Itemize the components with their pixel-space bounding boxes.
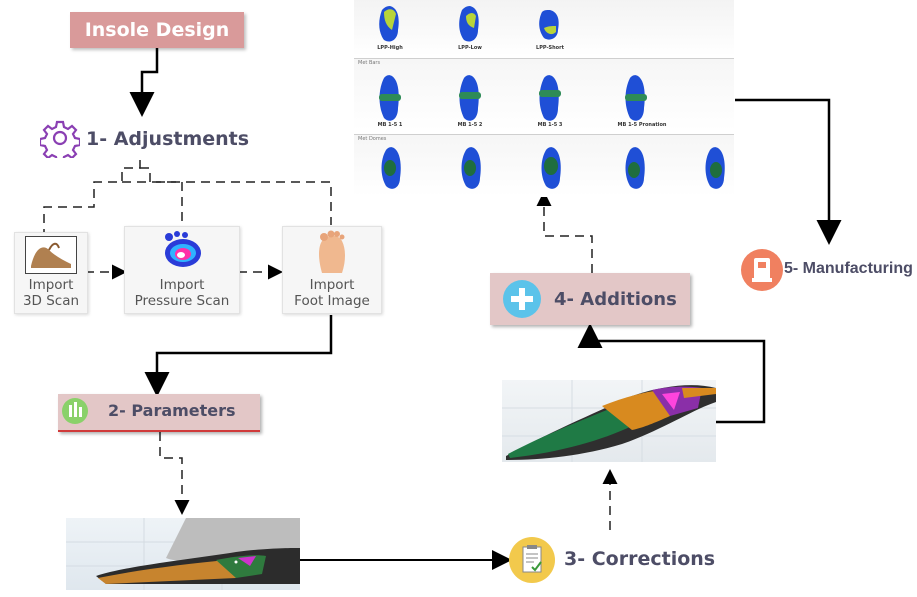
step-manufacturing: 5- Manufacturing bbox=[740, 246, 916, 294]
corrected-insole-graphic bbox=[502, 380, 716, 462]
clipboard-icon bbox=[509, 537, 555, 583]
step-corrections-label: 3- Corrections bbox=[564, 548, 716, 570]
foot-scan-icon bbox=[25, 236, 77, 274]
gear-icon bbox=[40, 120, 80, 158]
import-pressure-scan-line1: Import bbox=[159, 277, 205, 293]
met-domes-header: Met Domes bbox=[358, 136, 387, 142]
import-foot-image-line2: Foot Image bbox=[294, 293, 370, 309]
met-bar-label-2: MB 1-5 2 bbox=[457, 122, 483, 128]
additions-library-panel: LPP-High LPP-Low LPP-Short Met Bars MB 1… bbox=[354, 0, 734, 197]
lpp-label-2: LPP-Low bbox=[458, 45, 482, 51]
step-adjustments-label: 1- Adjustments bbox=[86, 128, 250, 150]
insole-side-view-graphic bbox=[66, 518, 300, 590]
foot-photo-icon bbox=[319, 230, 345, 273]
met-bar-insoles bbox=[379, 75, 647, 121]
import-pressure-scan-card[interactable]: Import Pressure Scan bbox=[124, 226, 240, 314]
import-3d-scan-line1: Import bbox=[28, 277, 74, 293]
met-bar-label-1: MB 1-5 1 bbox=[377, 122, 403, 128]
pressure-map-icon bbox=[165, 231, 201, 267]
step-parameters-label: 2- Parameters bbox=[108, 401, 236, 420]
met-bars-header: Met Bars bbox=[358, 60, 381, 66]
lpp-label-1: LPP-High bbox=[377, 45, 403, 51]
insole-design-title: Insole Design bbox=[70, 12, 244, 48]
met-dome-insoles bbox=[381, 147, 725, 189]
import-pressure-scan-line2: Pressure Scan bbox=[134, 293, 230, 309]
met-bar-label-4: MB 1-5 Pronation bbox=[617, 122, 667, 128]
import-foot-image-line1: Import bbox=[309, 277, 355, 293]
import-3d-scan-card[interactable]: Import 3D Scan bbox=[14, 232, 88, 314]
lpp-label-3: LPP-Short bbox=[536, 45, 564, 51]
corrected-insole-image bbox=[502, 380, 716, 462]
lpp-insoles bbox=[379, 6, 559, 42]
step-adjustments: 1- Adjustments bbox=[40, 118, 270, 160]
import-3d-scan-line2: 3D Scan bbox=[22, 293, 80, 309]
step-additions-label: 4- Additions bbox=[554, 289, 677, 310]
step-parameters: 2- Parameters bbox=[58, 394, 260, 432]
met-bar-label-3: MB 1-5 3 bbox=[537, 122, 563, 128]
step-corrections: 3- Corrections bbox=[508, 536, 716, 584]
step-manufacturing-label: 5- Manufacturing bbox=[784, 260, 913, 277]
parameters-icon bbox=[62, 398, 88, 424]
manufacturing-icon bbox=[741, 249, 783, 291]
step-additions: 4- Additions bbox=[490, 273, 690, 325]
insole-side-view-image bbox=[66, 518, 300, 590]
library-row-metbars bbox=[354, 58, 734, 131]
import-foot-image-card[interactable]: Import Foot Image bbox=[282, 226, 382, 314]
plus-icon bbox=[503, 280, 541, 318]
